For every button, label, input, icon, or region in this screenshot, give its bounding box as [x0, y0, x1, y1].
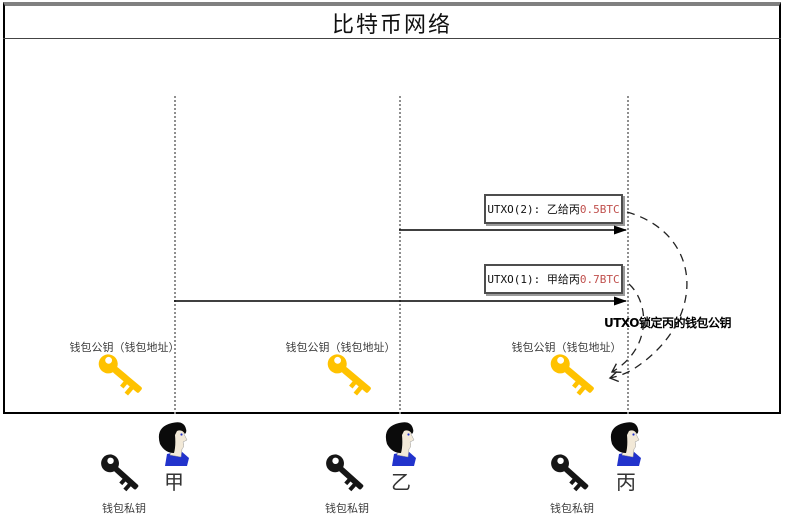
private-key-label-jia: 钱包私钥 — [102, 502, 146, 515]
utxo-lock-annotation: UTXO锁定丙的钱包公钥 — [604, 316, 731, 330]
utxo-1-label: UTXO(1): 甲给丙 — [487, 273, 580, 286]
black-key-icon-yi — [326, 454, 364, 492]
public-key-label-bing: 钱包公钥（钱包地址） — [511, 341, 622, 354]
private-key-label-bing: 钱包私钥 — [550, 502, 594, 515]
actor-name-jia: 甲 — [164, 470, 184, 494]
title-divider — [3, 38, 781, 39]
public-key-label-yi: 钱包公钥（钱包地址） — [285, 341, 396, 354]
lifeline-jia — [174, 96, 176, 414]
black-key-icon-jia — [101, 454, 139, 492]
diagram-title: 比特币网络 — [331, 13, 452, 38]
person-profile-icon-jia — [158, 422, 189, 466]
actor-name-bing: 丙 — [616, 470, 636, 494]
public-key-label-jia: 钱包公钥（钱包地址） — [69, 341, 180, 354]
utxo-1-amount: 0.7BTC — [579, 272, 620, 286]
actor-name-yi: 乙 — [391, 470, 411, 494]
utxo-2-label: UTXO(2): 乙给丙 — [487, 203, 580, 216]
lifeline-yi — [399, 96, 401, 414]
gold-key-icon-bing — [550, 354, 594, 396]
person-profile-icon-yi — [385, 422, 416, 466]
lifeline-bing — [627, 96, 629, 414]
private-key-label-yi: 钱包私钥 — [325, 502, 369, 515]
person-profile-icon-bing — [610, 422, 641, 466]
black-key-icon-bing — [551, 454, 589, 492]
gold-key-icon-yi — [327, 354, 371, 396]
utxo-2-amount: 0.5BTC — [579, 202, 620, 216]
gold-key-icon-jia — [98, 354, 142, 396]
